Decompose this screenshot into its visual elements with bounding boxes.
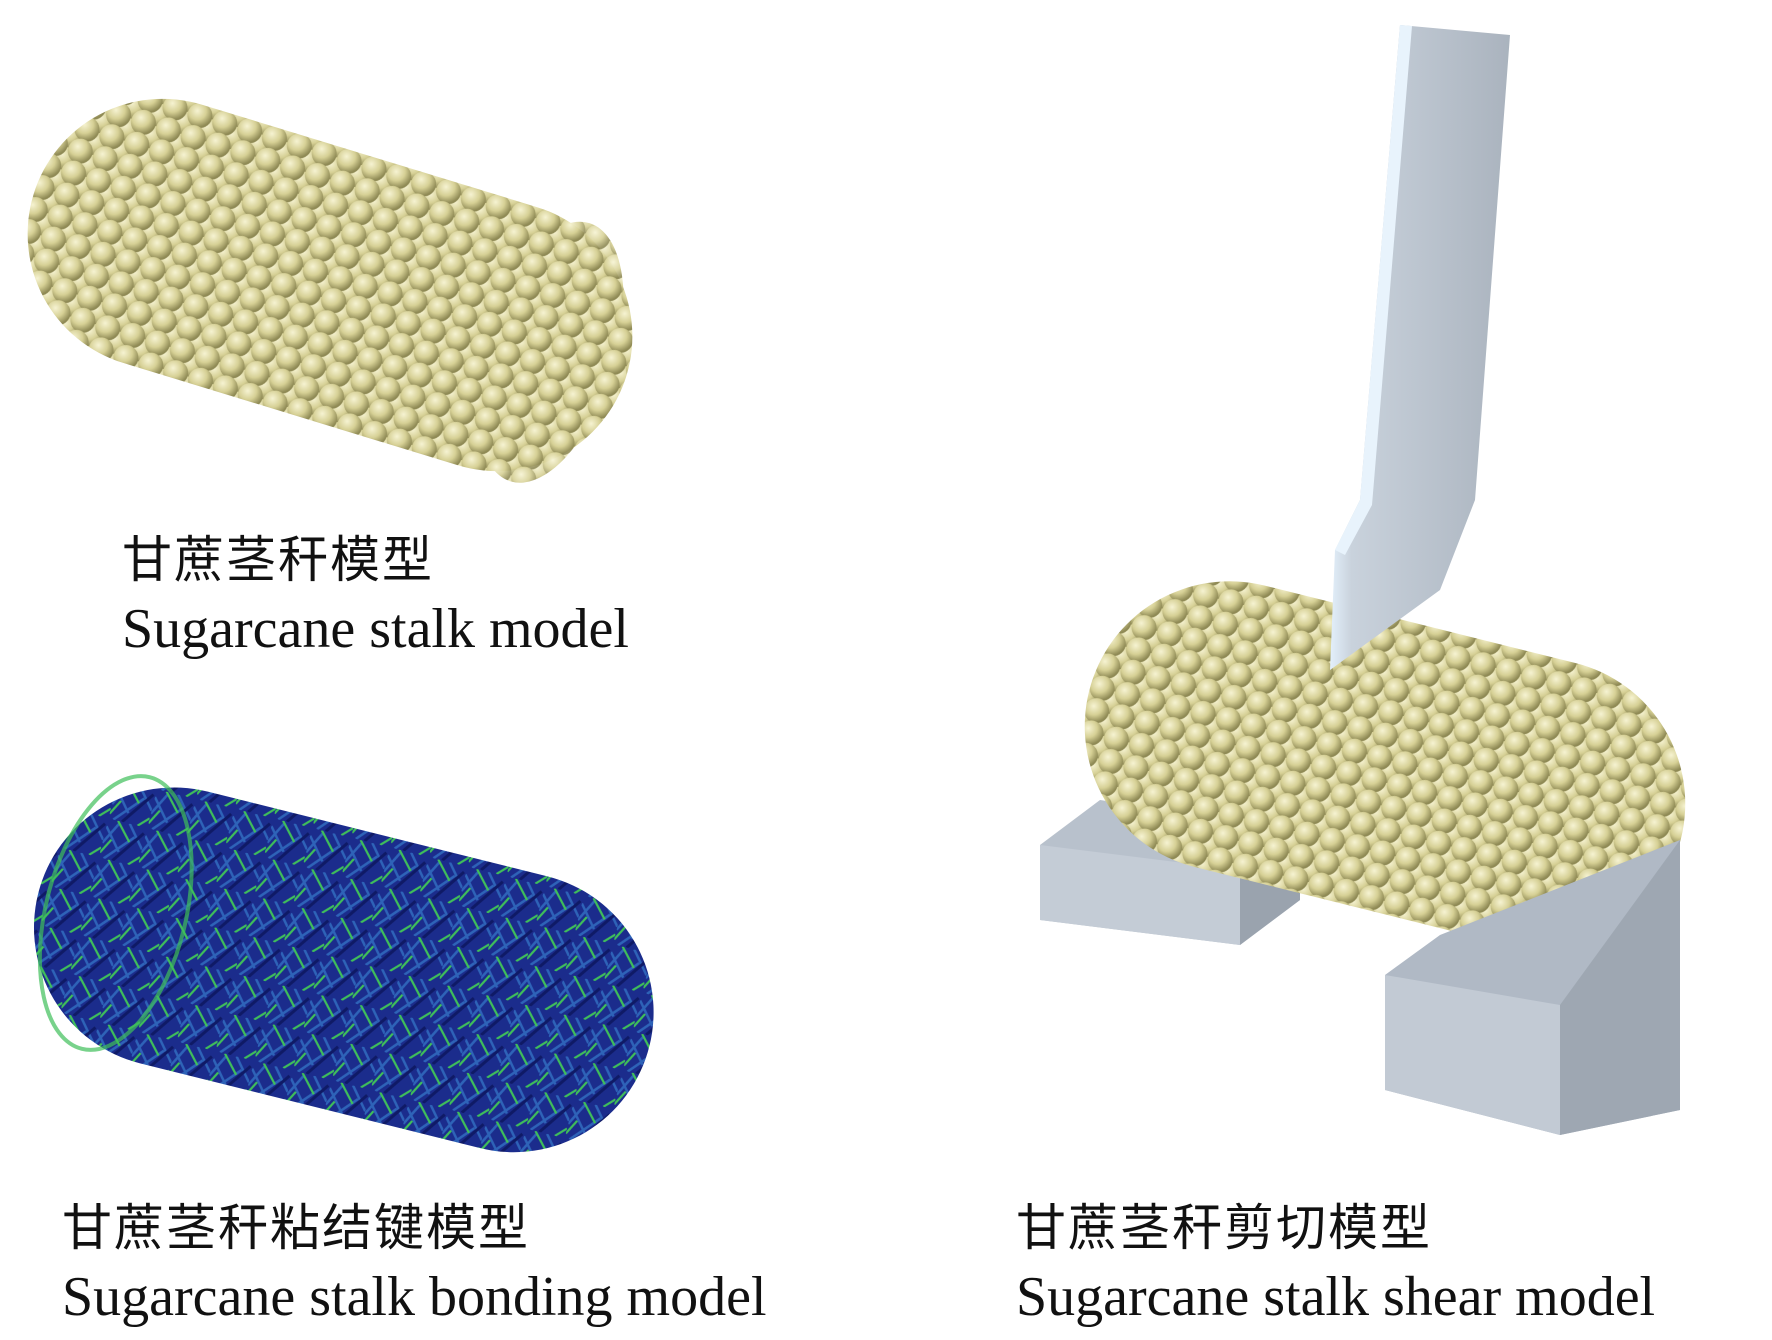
caption-zh: 甘蔗茎秆粘结键模型 [62,1199,530,1257]
support-block-right [1385,840,1680,1135]
caption-en: Sugarcane stalk model [122,598,629,660]
cutting-blade [1330,25,1510,670]
panel-caption-bonding-model: 甘蔗茎秆粘结键模型 Sugarcane stalk bonding model [62,1196,767,1334]
stalk-bonding-model [33,774,654,1153]
stalk-shear-model [1040,25,1686,1135]
caption-zh: 甘蔗茎秆模型 [122,531,434,589]
stalk-particle-model [27,98,633,483]
caption-en: Sugarcane stalk bonding model [62,1266,767,1328]
caption-zh: 甘蔗茎秆剪切模型 [1016,1199,1432,1257]
caption-en: Sugarcane stalk shear model [1016,1266,1656,1328]
panel-caption-stalk-model: 甘蔗茎秆模型 Sugarcane stalk model [122,528,629,666]
panel-caption-shear-model: 甘蔗茎秆剪切模型 Sugarcane stalk shear model [1016,1196,1655,1334]
